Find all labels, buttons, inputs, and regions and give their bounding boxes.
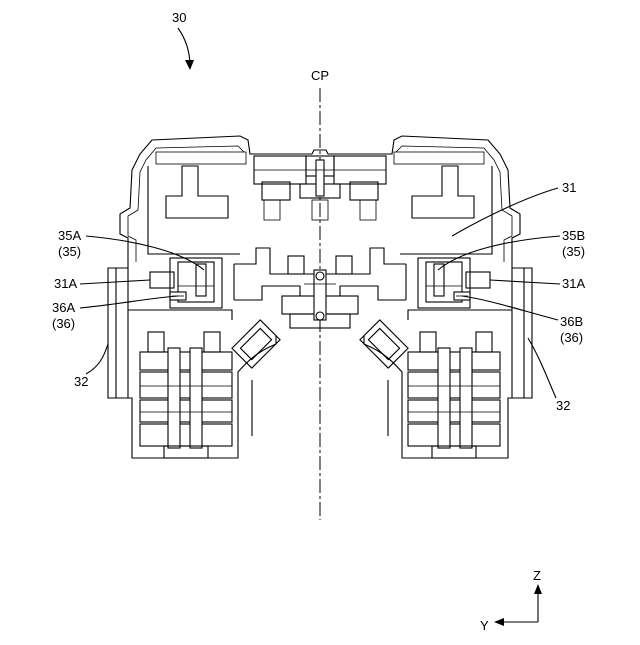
label-35B: 35B [562,228,585,243]
label-35B-group: (35) [562,244,585,259]
ref-30-arrowhead [185,60,194,70]
leader-31A-right [490,280,560,284]
ref-30-label: 30 [172,10,186,25]
latch-right [360,320,408,368]
label-32-right: 32 [556,398,570,413]
leader-32-left [86,344,108,374]
label-36A: 36A [52,300,75,315]
leader-36A [80,296,178,308]
terminal-cavity-right [408,332,500,458]
label-36A-group: (36) [52,316,75,331]
label-35A-group: (35) [58,244,81,259]
axis-indicator: Z Y [480,568,542,633]
label-36B-group: (36) [560,330,583,345]
window-left [166,166,228,218]
leader-35B [438,236,560,270]
label-31: 31 [562,180,576,195]
leader-35A [86,236,204,270]
window-right [412,166,474,218]
axis-y-label: Y [480,618,489,633]
terminal-cavity-left [140,332,232,458]
label-31A-left: 31A [54,276,77,291]
label-31A-right: 31A [562,276,585,291]
label-32-left: 32 [74,374,88,389]
axis-z-label: Z [533,568,541,583]
leader-36B [462,296,558,320]
label-36B: 36B [560,314,583,329]
label-35A: 35A [58,228,81,243]
leader-31A-left [80,280,150,284]
latch-left [232,320,280,368]
cp-label: CP [311,68,329,83]
